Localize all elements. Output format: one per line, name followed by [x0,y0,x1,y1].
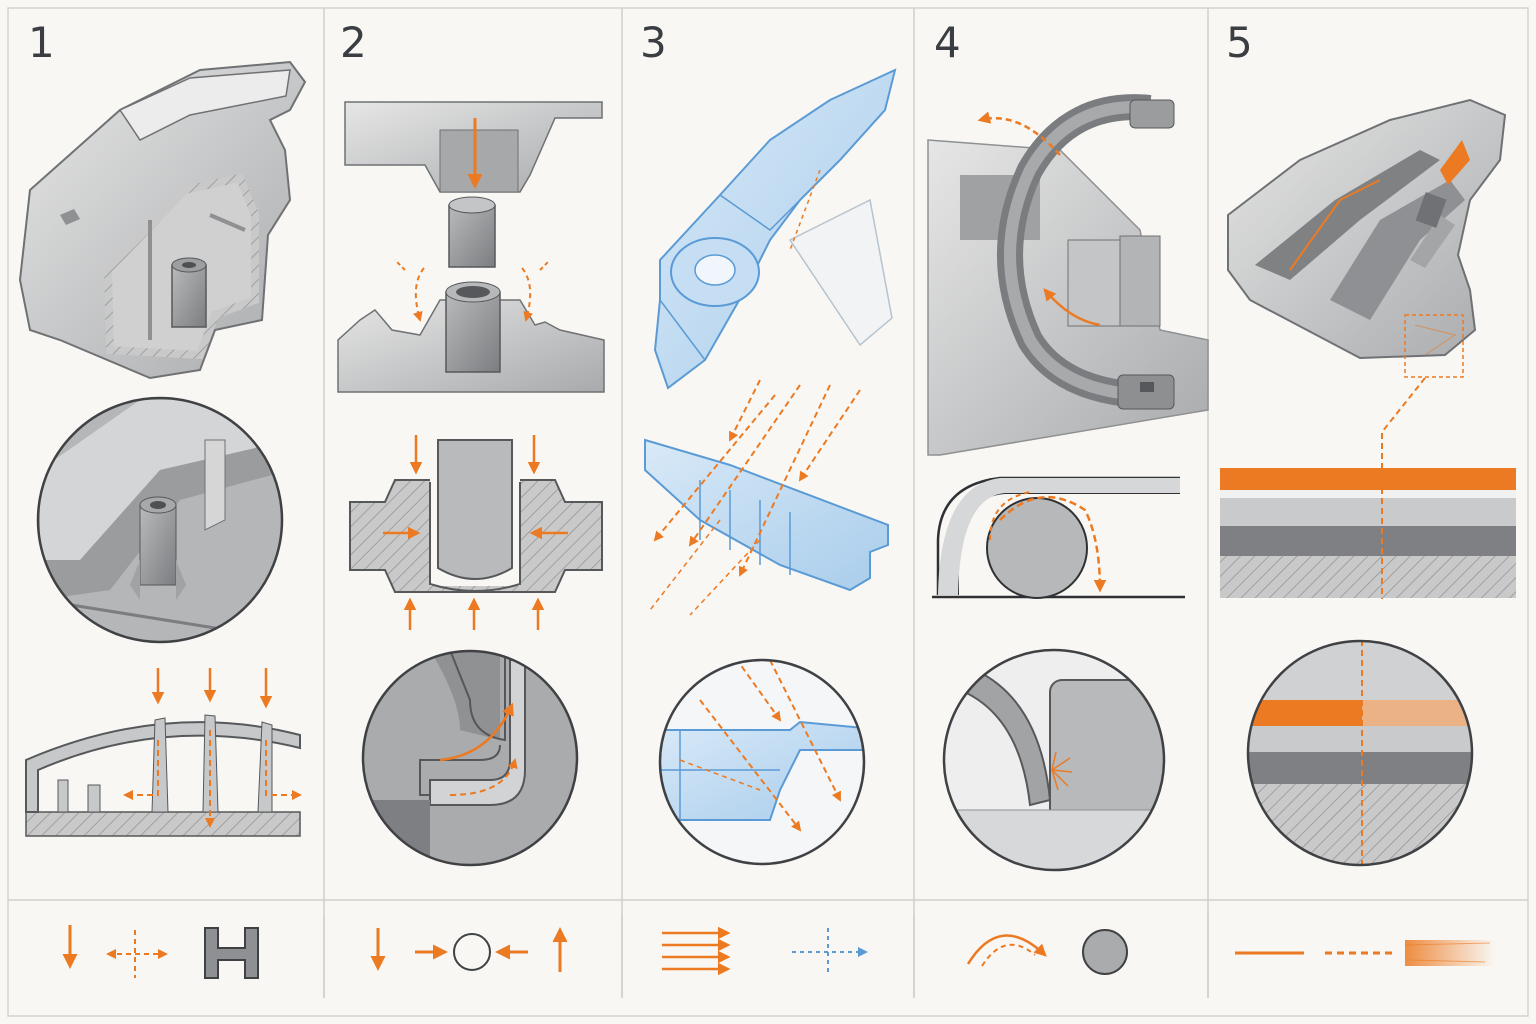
panel-3-transparent-clip [653,68,897,390]
panel-4-detail-circle [942,648,1166,872]
h-beam-icon [204,927,259,979]
panel-number-3: 3 [640,18,667,67]
panel-2-detail-circle [361,649,579,867]
parallel-arrows-icon [662,926,731,976]
crosshair-arrows-icon [106,930,168,978]
panel-number-5: 5 [1226,18,1253,67]
texture-smear-icon [1404,940,1495,966]
circle-pressure-icon [415,933,528,971]
panel-5-detail-circle [1246,639,1474,867]
panel-2-press-fit-section [349,435,603,630]
panel-3-detail-circle [658,658,866,866]
panel-number-1: 1 [28,18,55,67]
panel-frame [7,7,1529,1017]
panel-5-coated-part [1227,98,1507,600]
panel-4-snap-ring [927,94,1209,456]
panel-2-boss-insert [337,101,605,393]
dashed-axis-arrow-icon [792,928,868,976]
panel-4-groove-section [932,476,1185,599]
panel-1-housing-cutaway [18,60,307,380]
panel-1-rib-section [25,668,302,837]
gray-circle-icon [1082,929,1128,975]
panel-1-detail-circle [36,396,284,644]
curved-arrow-icon [966,934,1047,967]
panel-5-layer-stack [1220,468,1516,598]
legend-row [323,915,1209,998]
panel-number-4: 4 [934,18,961,67]
panel-3-light-rays-section [644,379,889,616]
panel-number-2: 2 [340,18,367,67]
